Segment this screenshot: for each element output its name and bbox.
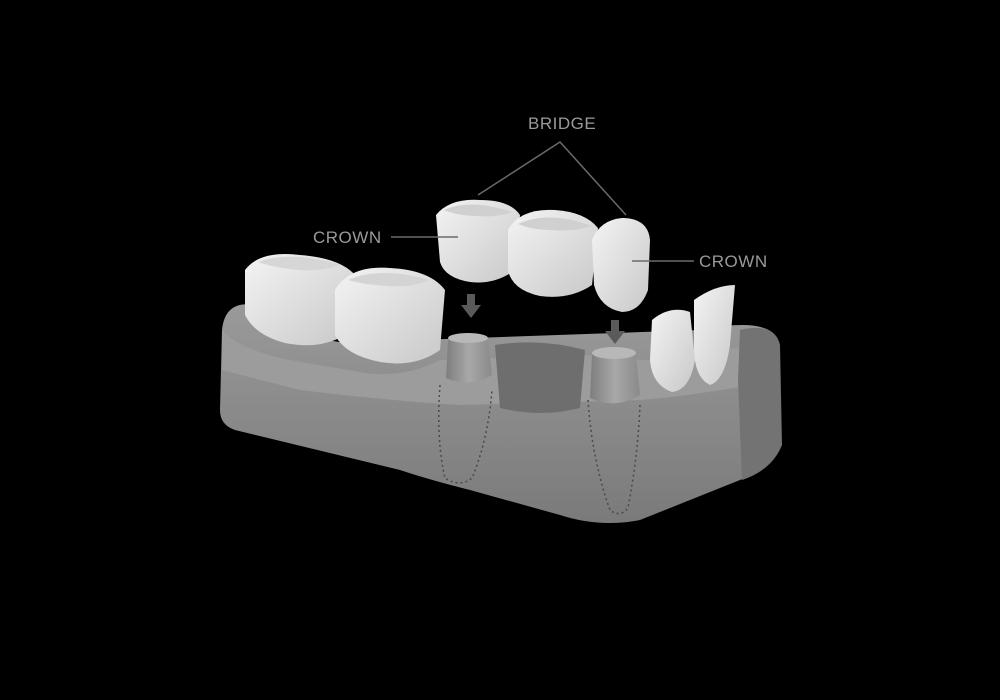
right-implant-abutment <box>587 347 641 515</box>
right-down-arrow-icon <box>605 320 625 344</box>
bridge-pontic <box>508 209 598 297</box>
bridge-crown-right <box>592 218 650 312</box>
bridge-label: BRIDGE <box>528 114 597 133</box>
crown-left-label: CROWN <box>313 228 382 247</box>
left-molar-2 <box>335 267 445 364</box>
right-incisor-2 <box>694 285 735 385</box>
crown-right-label: CROWN <box>699 252 768 271</box>
left-molar-1 <box>245 254 355 346</box>
leader-lines <box>391 141 694 262</box>
bridge-crown-left <box>436 199 520 283</box>
right-incisor-1 <box>650 309 695 392</box>
left-implant-abutment <box>438 333 493 484</box>
left-down-arrow-icon <box>461 294 481 318</box>
bridge-leader-line <box>477 141 627 216</box>
bridge-prosthesis <box>436 199 650 312</box>
